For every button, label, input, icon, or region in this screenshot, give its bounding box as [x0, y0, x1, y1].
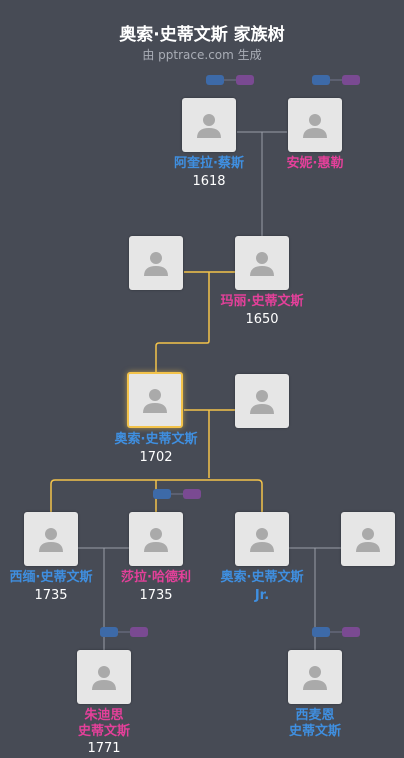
- person-card[interactable]: [235, 236, 289, 290]
- person-name: 安妮·惠勒: [286, 156, 344, 171]
- person-icon: [250, 390, 274, 414]
- person-card[interactable]: [129, 512, 183, 566]
- person-card-focus[interactable]: [127, 372, 183, 428]
- person-card[interactable]: [77, 650, 131, 704]
- person-card[interactable]: [341, 512, 395, 566]
- person-name: 朱迪思 史蒂文斯: [77, 708, 130, 739]
- person-name: 玛丽·史蒂文斯: [220, 294, 304, 309]
- person-name-suffix: Jr.: [254, 588, 270, 603]
- expand-toggle[interactable]: [100, 625, 150, 639]
- person-card[interactable]: [129, 236, 183, 290]
- person-year: 1650: [245, 312, 279, 327]
- person-name: 奥索·史蒂文斯: [114, 432, 198, 447]
- person-name: 西缅·史蒂文斯: [9, 570, 93, 585]
- person-icon: [356, 528, 380, 552]
- person-card[interactable]: [235, 374, 289, 428]
- person-year: 1702: [139, 450, 173, 465]
- person-year: 1618: [192, 174, 226, 189]
- expand-toggle[interactable]: [312, 625, 362, 639]
- person-card[interactable]: [182, 98, 236, 152]
- person-card[interactable]: [235, 512, 289, 566]
- expand-toggle[interactable]: [312, 73, 362, 87]
- person-icon: [92, 666, 116, 690]
- person-icon: [250, 252, 274, 276]
- person-card[interactable]: [288, 650, 342, 704]
- person-name: 阿奎拉·蔡斯: [174, 156, 244, 171]
- person-year: 1771: [87, 741, 121, 756]
- chart-subtitle: 由 pptrace.com 生成: [142, 48, 262, 62]
- expand-toggle[interactable]: [206, 73, 256, 87]
- person-card[interactable]: [288, 98, 342, 152]
- person-icon: [197, 114, 221, 138]
- person-icon: [303, 666, 327, 690]
- person-icon: [144, 528, 168, 552]
- person-name: 莎拉·哈德利: [121, 570, 191, 585]
- person-year: 1735: [34, 588, 68, 603]
- person-icon: [39, 528, 63, 552]
- person-name: 奥索·史蒂文斯: [220, 570, 304, 585]
- person-icon: [303, 114, 327, 138]
- person-year: 1735: [139, 588, 173, 603]
- chart-title: 奥索·史蒂文斯 家族树: [119, 25, 285, 45]
- person-icon: [144, 252, 168, 276]
- expand-toggle[interactable]: [153, 487, 203, 501]
- person-icon: [143, 389, 167, 413]
- person-name: 西麦恩 史蒂文斯: [288, 708, 341, 739]
- person-icon: [250, 528, 274, 552]
- person-card[interactable]: [24, 512, 78, 566]
